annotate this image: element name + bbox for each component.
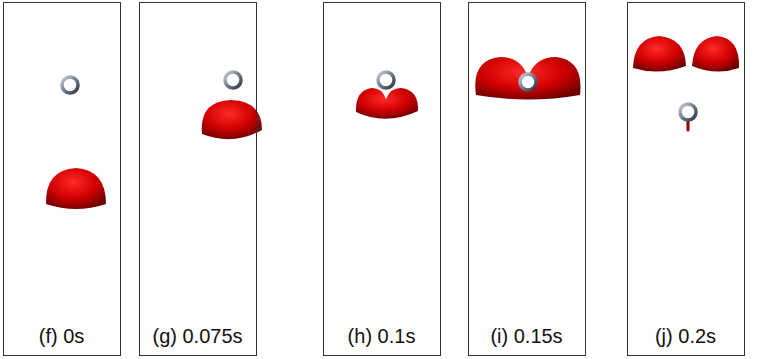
frame-panel: (h) 0.1s	[323, 2, 441, 356]
frame-panel: (f) 0s	[3, 2, 121, 356]
frame-panel: (j) 0.2s	[627, 2, 745, 356]
time-label: (f) 0s	[39, 325, 85, 347]
droplet	[475, 57, 580, 100]
particle-ring	[520, 74, 536, 90]
time-label: (j) 0.2s	[655, 325, 716, 347]
particle-ring	[225, 72, 241, 88]
droplet	[356, 88, 418, 119]
particle-ring	[62, 77, 78, 93]
droplet	[692, 36, 739, 72]
droplet	[202, 100, 262, 139]
time-label: (g) 0.075s	[152, 325, 242, 347]
frame-panel: (i) 0.15s	[468, 2, 586, 356]
time-label: (h) 0.1s	[348, 325, 416, 347]
droplet	[633, 36, 686, 72]
particle-ring	[680, 104, 696, 120]
particle-ring	[378, 72, 394, 88]
time-label: (i) 0.15s	[490, 325, 562, 347]
frame-panel: (g) 0.075s	[139, 2, 257, 356]
droplet	[46, 168, 106, 209]
